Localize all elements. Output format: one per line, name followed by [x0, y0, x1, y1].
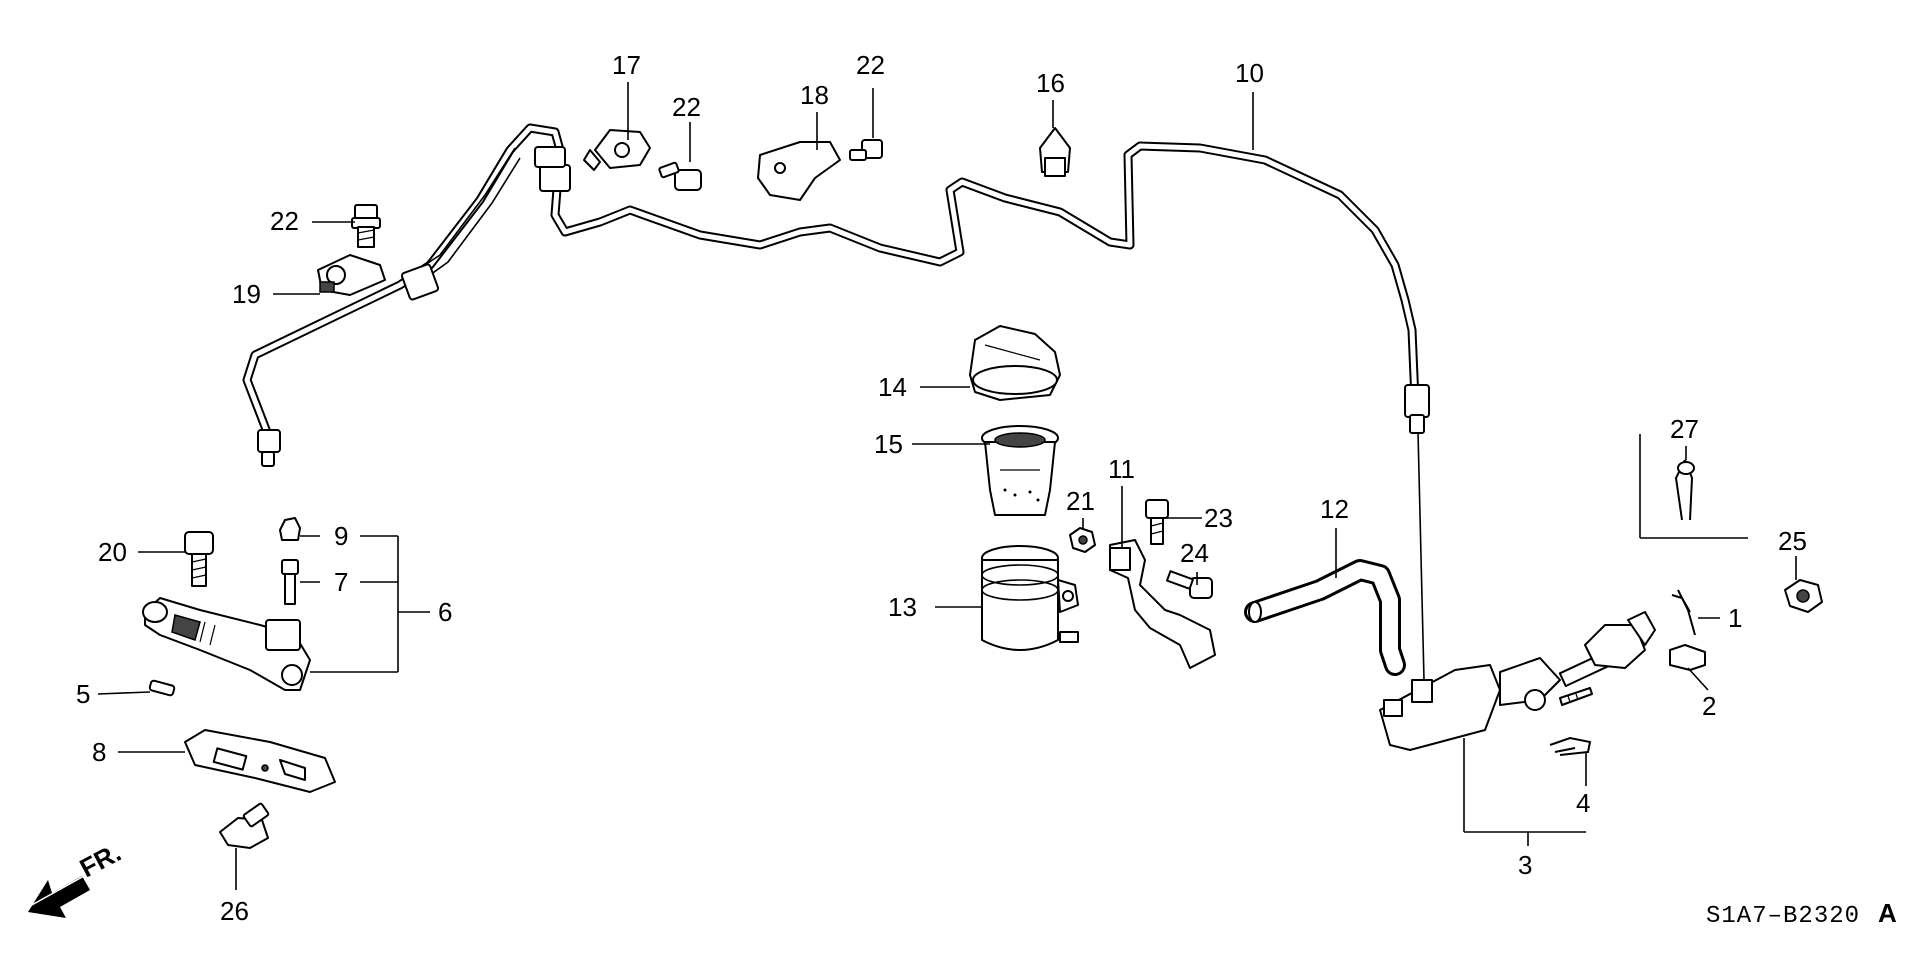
clip-16	[1039, 127, 1071, 177]
bolt-24	[219, 802, 270, 849]
callout-9: 9	[334, 521, 348, 551]
callout-3: 3	[1518, 850, 1532, 880]
callout-labels: 17 22 18 22 16 10 22 19 14 15 11 21 23 2…	[76, 50, 1807, 926]
figure-code-suffix: A	[1878, 898, 1897, 928]
callout-15: 15	[874, 429, 903, 459]
bracket-18	[757, 141, 841, 201]
reservoir-strainer-15	[981, 425, 1059, 516]
callout-22-a: 22	[672, 92, 701, 122]
leader-lines	[97, 82, 1797, 890]
pin-5	[148, 679, 176, 697]
callout-4: 4	[1576, 788, 1590, 818]
callout-1: 1	[1728, 603, 1742, 633]
bolt-23	[1145, 499, 1169, 545]
bracket-11	[1109, 539, 1216, 669]
cap-9	[279, 517, 301, 541]
slave-cylinder-6	[142, 597, 311, 691]
callout-14: 14	[878, 372, 907, 402]
bolt-20	[184, 531, 214, 587]
pin-27	[1674, 459, 1695, 521]
master-cylinder-3	[1379, 611, 1656, 751]
callout-2: 2	[1702, 691, 1716, 721]
callout-24: 26	[220, 896, 249, 926]
callout-18: 18	[800, 80, 829, 110]
callout-11: 11	[1108, 454, 1135, 484]
callout-7: 7	[334, 567, 348, 597]
nut-21	[1069, 527, 1096, 553]
callout-19: 19	[232, 279, 261, 309]
callout-23: 23	[1204, 503, 1233, 533]
reservoir-13	[981, 545, 1079, 651]
callout-25: 25	[1778, 526, 1807, 556]
bolt-26	[1166, 570, 1213, 599]
callout-21: 21	[1066, 486, 1095, 516]
callout-16: 16	[1036, 68, 1065, 98]
figure-code: S1A7–B2320 A	[1706, 898, 1897, 930]
reservoir-hose-12	[1244, 559, 1406, 676]
figure-code-text: S1A7–B2320	[1706, 903, 1860, 930]
callout-17: 17	[612, 50, 641, 80]
bracket-17	[583, 129, 651, 171]
bolt-22-left	[351, 204, 381, 248]
clip-4	[1549, 736, 1592, 756]
callout-26: 24	[1180, 538, 1209, 568]
callout-22-c: 22	[270, 206, 299, 236]
clamp-19	[317, 254, 386, 296]
callout-8: 8	[92, 737, 106, 767]
callout-10: 10	[1235, 58, 1264, 88]
callout-22-b: 22	[856, 50, 885, 80]
bracket-8	[184, 729, 336, 793]
bolt-22-right	[849, 139, 883, 161]
nut-25	[1784, 579, 1823, 613]
clutch-pipe	[242, 123, 1430, 681]
callout-13: 13	[888, 592, 917, 622]
bolt-22-center	[658, 161, 702, 191]
reservoir-cap-14	[969, 325, 1061, 401]
callout-5: 5	[76, 679, 90, 709]
callout-12: 12	[1320, 494, 1349, 524]
pin-2	[1669, 644, 1706, 671]
callout-27: 27	[1670, 414, 1699, 444]
clip-1	[1671, 589, 1696, 636]
callout-6: 6	[438, 597, 452, 627]
bleeder-7	[281, 559, 299, 605]
callout-20: 20	[98, 537, 127, 567]
front-direction-arrow: FR.	[28, 837, 126, 918]
